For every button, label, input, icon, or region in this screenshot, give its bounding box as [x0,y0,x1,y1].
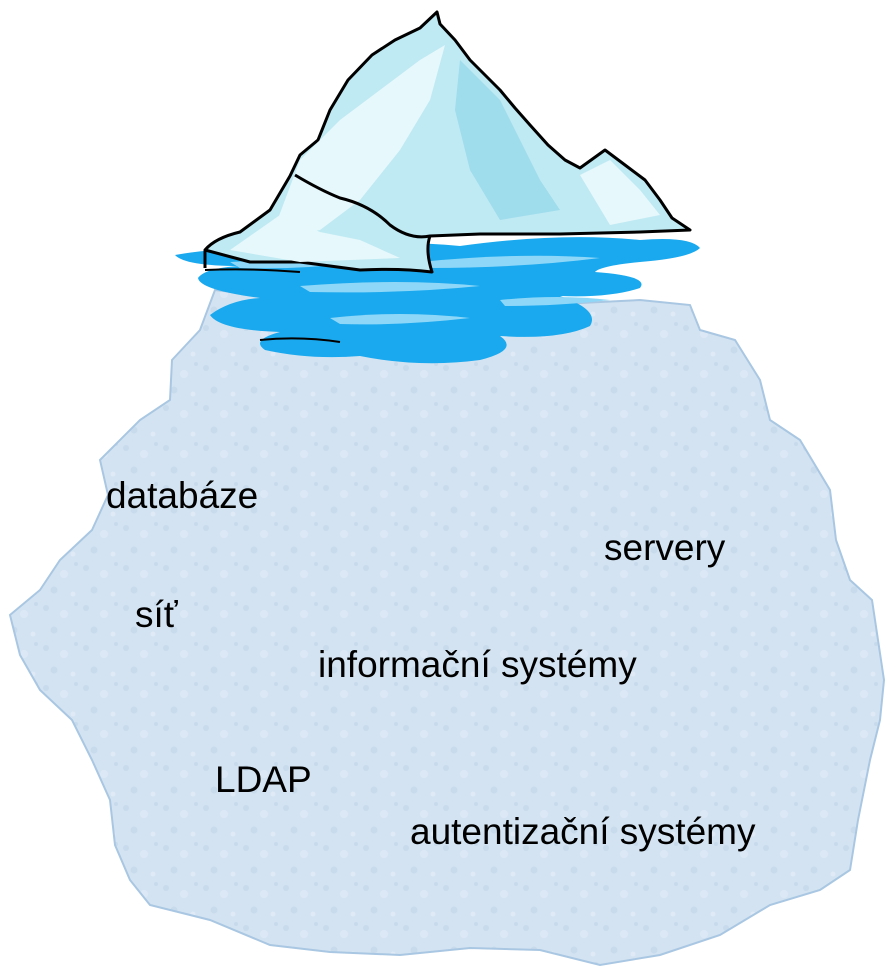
label-sit: síť [135,594,178,635]
label-autentizacni-systemy: autentizační systémy [410,811,756,852]
label-ldap: LDAP [215,759,312,800]
label-databaze: databáze [106,475,259,516]
label-servery: servery [604,527,726,568]
submerged-iceberg-shape [8,288,886,967]
iceberg-tip-icon [203,10,692,274]
label-informacni-systemy: informační systémy [318,644,637,685]
